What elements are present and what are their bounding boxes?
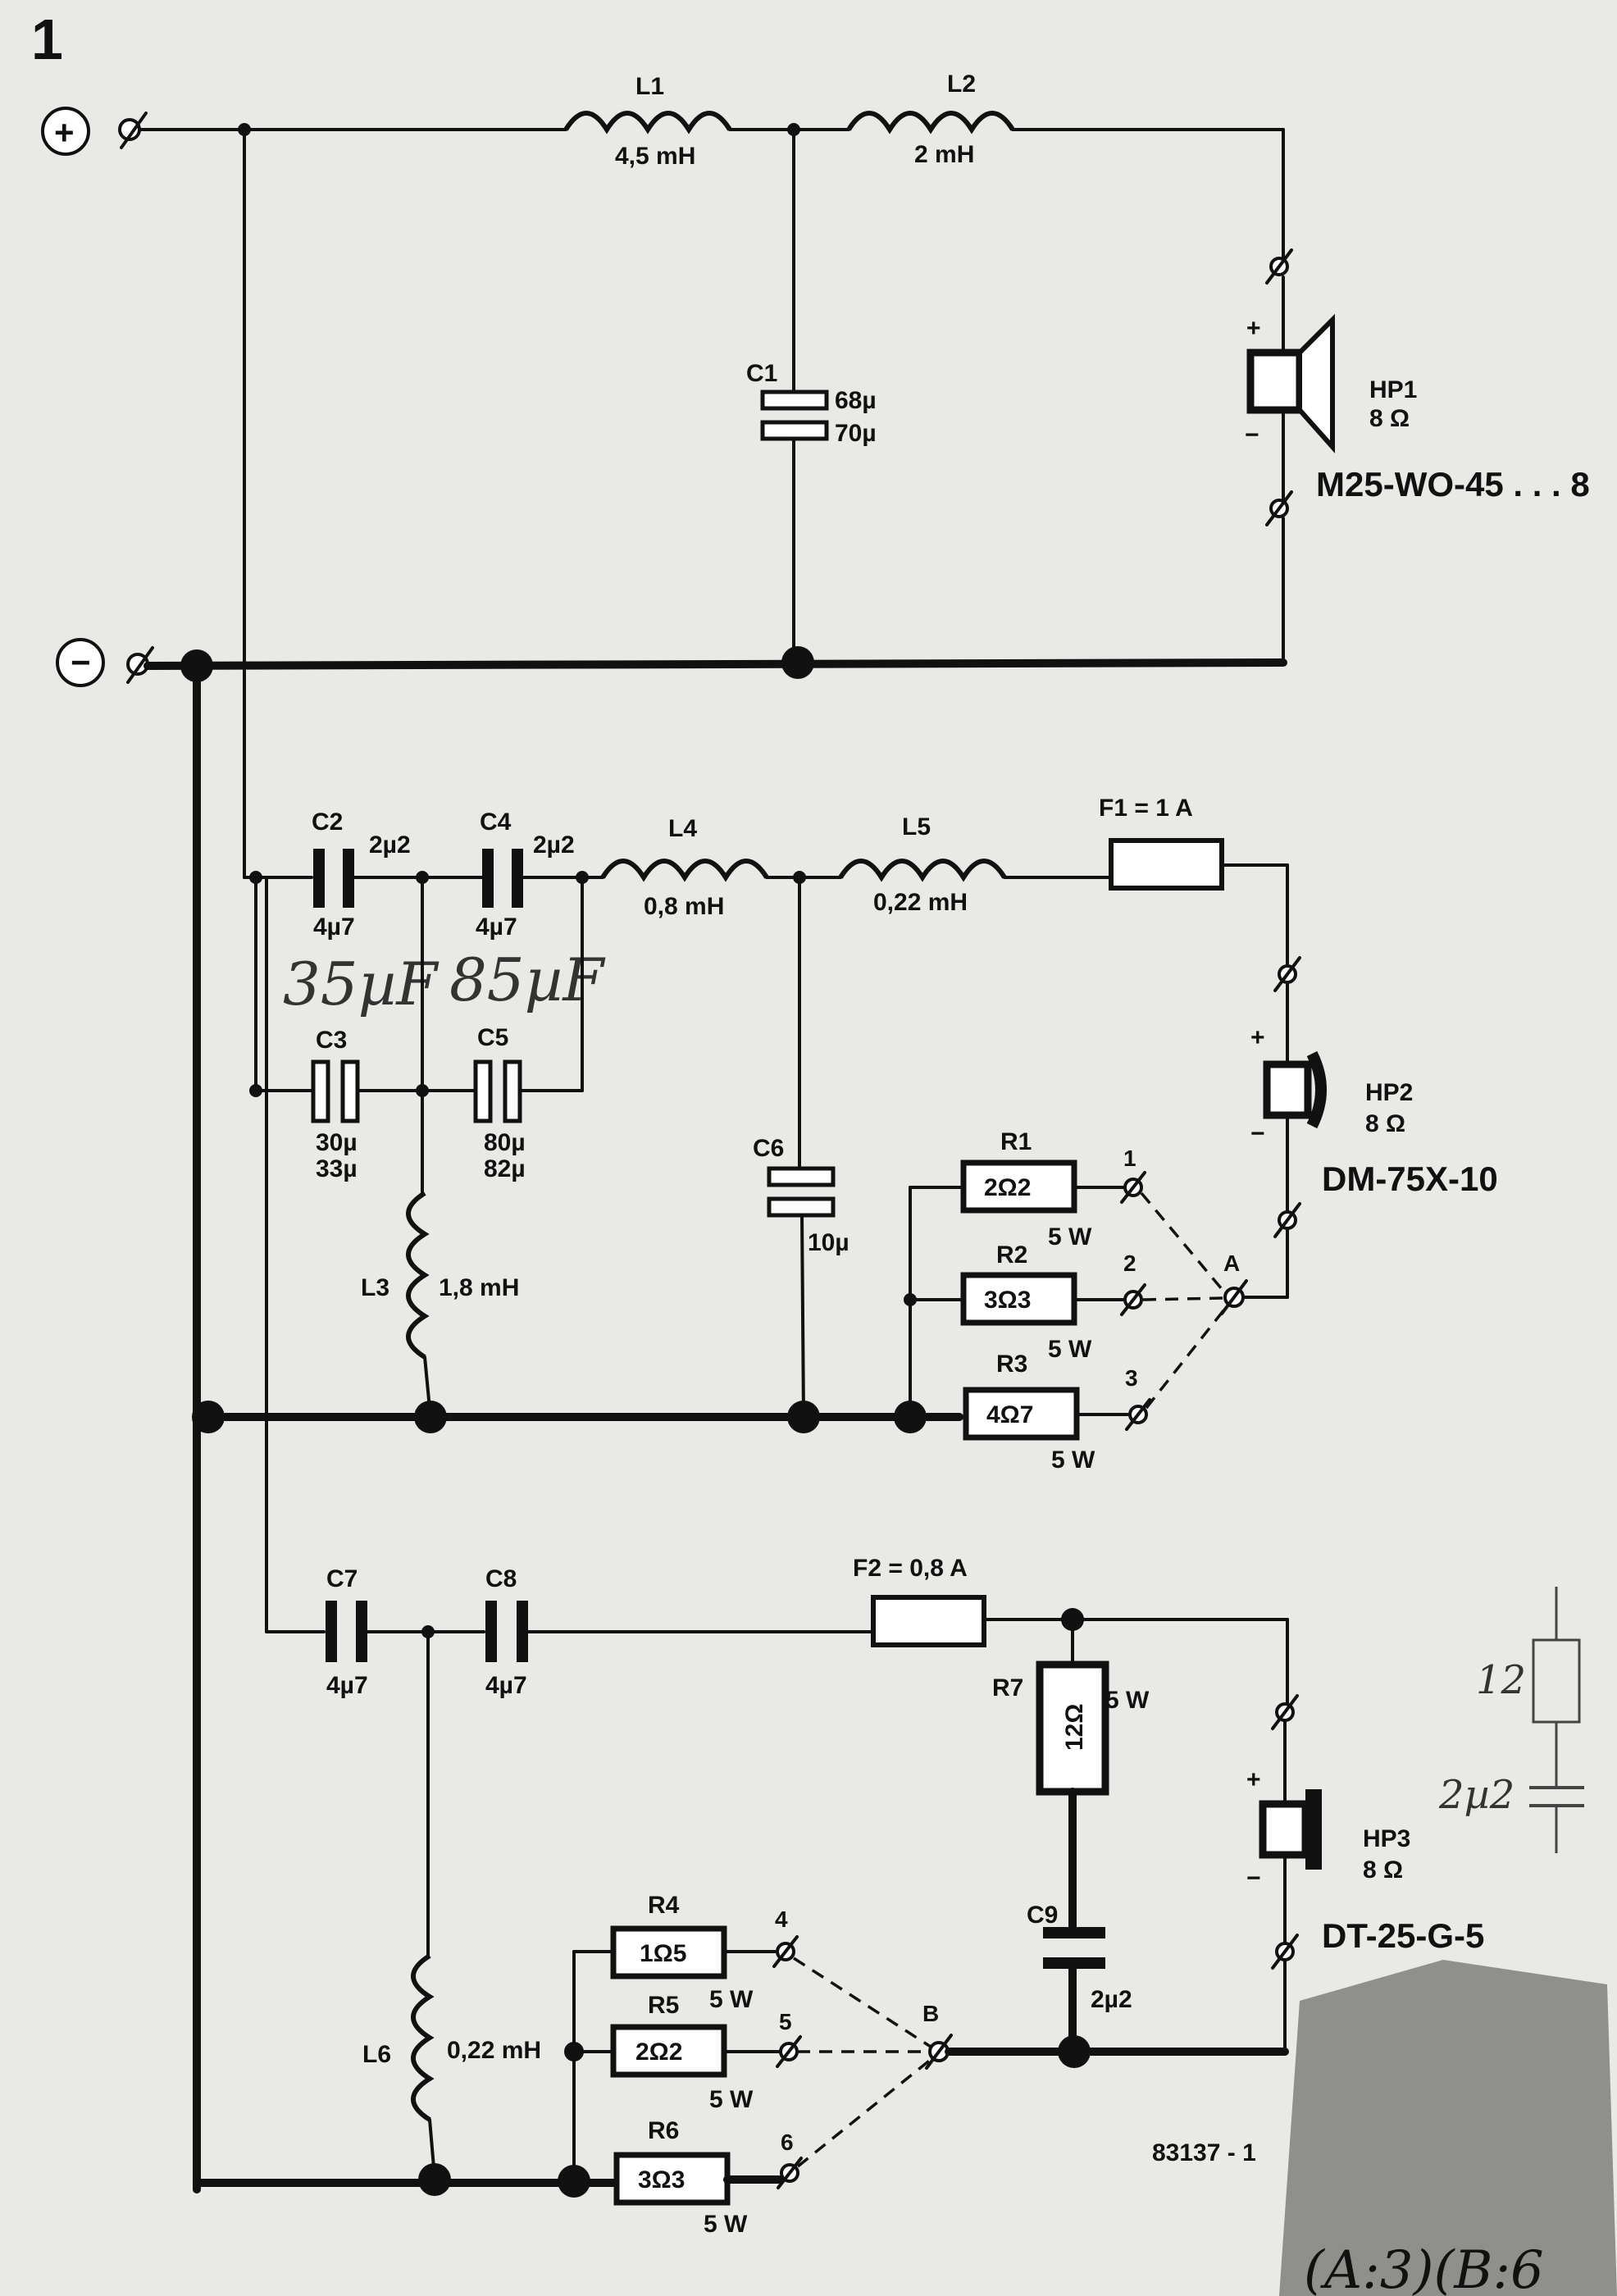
HP3-plus: + — [1246, 1766, 1261, 1793]
C2-label: C2 — [312, 809, 343, 836]
C2-value-a: 2µ2 — [369, 831, 411, 859]
C4-value-b: 4µ7 — [476, 913, 517, 941]
C8-value: 4µ7 — [485, 1672, 527, 1699]
R1-value: 2Ω2 — [984, 1174, 1031, 1201]
R6-power: 5 W — [704, 2211, 748, 2238]
L1-value: 4,5 mH — [615, 143, 695, 170]
L4-label: L4 — [668, 815, 697, 842]
C2-value-b: 4µ7 — [313, 913, 355, 941]
handwritten-resistor-value: 12 — [1476, 1657, 1526, 1703]
C2-handwritten-note: 35µF — [283, 950, 440, 1018]
C8-label: C8 — [485, 1565, 517, 1592]
R7-power: 5 W — [1105, 1687, 1150, 1714]
C4-handwritten-note: 85µF — [449, 945, 606, 1014]
C6-label: C6 — [753, 1135, 784, 1162]
R3-value: 4Ω7 — [986, 1401, 1033, 1428]
HP3-label: HP3 — [1363, 1825, 1410, 1852]
R4-power: 5 W — [709, 1986, 754, 2013]
L4-value: 0,8 mH — [644, 893, 724, 920]
HP1-label: HP1 — [1369, 376, 1417, 403]
L6-label: L6 — [362, 2041, 391, 2068]
C5-value-b: 82µ — [484, 1155, 526, 1182]
L6-value: 0,22 mH — [447, 2037, 541, 2064]
HP2-plus: + — [1250, 1024, 1265, 1051]
C9-label: C9 — [1027, 1902, 1058, 1929]
R2-value: 3Ω3 — [984, 1287, 1031, 1314]
R1-power: 5 W — [1048, 1223, 1092, 1250]
R6-value: 3Ω3 — [638, 2166, 685, 2194]
C5-value-a: 80µ — [484, 1129, 526, 1156]
tap-3-label: 3 — [1125, 1365, 1138, 1391]
plus-terminal-label: + — [54, 113, 75, 152]
C1-label: C1 — [746, 360, 777, 387]
R6-label: R6 — [648, 2117, 679, 2144]
HP2-minus: − — [1250, 1120, 1265, 1147]
L5-label: L5 — [902, 813, 931, 840]
C3-value-b: 33µ — [316, 1155, 358, 1182]
HP3-impedance: 8 Ω — [1363, 1856, 1403, 1884]
L3-value: 1,8 mH — [439, 1274, 519, 1301]
R7-value: 12Ω — [1061, 1704, 1088, 1751]
R5-label: R5 — [648, 1992, 679, 2019]
figure-number: 1 — [31, 7, 63, 71]
tweeter-section: C7 4µ7 C8 4µ7 F2 = 0,8 A 12Ω R7 5 W C9 2… — [193, 876, 1484, 2238]
HP2-model: DM-75X-10 — [1322, 1159, 1498, 1198]
C9-value: 2µ2 — [1091, 1986, 1132, 2013]
minus-terminal-label: − — [71, 643, 91, 681]
tap-B-label: B — [922, 2001, 939, 2026]
handwritten-sketch: 12 2µ2 — [1438, 1587, 1584, 1853]
R4-value: 1Ω5 — [640, 1940, 686, 1967]
C4-value-a: 2µ2 — [533, 831, 575, 859]
corner-note: (A:3)(B:6 — [1279, 1960, 1617, 2296]
C7-value: 4µ7 — [326, 1672, 368, 1699]
C3-label: C3 — [316, 1027, 347, 1054]
R2-label: R2 — [996, 1241, 1027, 1269]
figure-code: 83137 - 1 — [1152, 2139, 1256, 2166]
C5-label: C5 — [477, 1024, 508, 1051]
tap-2-label: 2 — [1123, 1250, 1136, 1276]
L5-value: 0,22 mH — [873, 889, 968, 916]
HP3-minus: − — [1246, 1865, 1261, 1892]
HP3-model: DT-25-G-5 — [1322, 1916, 1484, 1955]
L1-label: L1 — [635, 73, 664, 100]
HP2-label: HP2 — [1365, 1079, 1413, 1106]
R2-power: 5 W — [1048, 1336, 1092, 1363]
L3-label: L3 — [361, 1274, 389, 1301]
HP1-minus: − — [1245, 421, 1259, 449]
woofer-section: + L1 4,5 mH L2 2 mH C1 68µ 70µ + − — [41, 71, 1590, 879]
midrange-section: C2 2µ2 4µ7 35µF C4 2µ2 4µ7 85µF L4 0,8 m… — [192, 795, 1498, 1474]
tap-A-label: A — [1223, 1250, 1240, 1276]
R5-power: 5 W — [709, 2086, 754, 2113]
HP1-impedance: 8 Ω — [1369, 405, 1410, 432]
F1-label: F1 = 1 A — [1099, 795, 1193, 822]
L2-value: 2 mH — [914, 141, 974, 168]
R1-label: R1 — [1000, 1128, 1032, 1155]
C3-value-a: 30µ — [316, 1129, 358, 1156]
tap-5-label: 5 — [779, 2009, 792, 2034]
C1-value-b: 70µ — [835, 420, 877, 447]
corner-handwritten-note: (A:3)(B:6 — [1304, 2240, 1544, 2296]
C6-value: 10µ — [808, 1229, 849, 1256]
HP1-model: M25-WO-45 . . . 8 — [1316, 465, 1590, 503]
R3-power: 5 W — [1051, 1446, 1095, 1474]
C1-value-a: 68µ — [835, 387, 877, 414]
R3-label: R3 — [996, 1351, 1027, 1378]
F2-label: F2 = 0,8 A — [853, 1555, 968, 1582]
HP2-impedance: 8 Ω — [1365, 1110, 1405, 1137]
HP1-plus: + — [1246, 315, 1261, 342]
R7-label: R7 — [992, 1674, 1023, 1702]
R4-label: R4 — [648, 1892, 680, 1919]
R5-value: 2Ω2 — [635, 2039, 682, 2066]
tap-1-label: 1 — [1123, 1146, 1136, 1171]
tap-6-label: 6 — [781, 2130, 794, 2155]
handwritten-capacitor-value: 2µ2 — [1438, 1772, 1515, 1818]
L2-label: L2 — [947, 71, 976, 98]
tap-4-label: 4 — [775, 1906, 788, 1932]
C4-label: C4 — [480, 809, 512, 836]
C7-label: C7 — [326, 1565, 358, 1592]
